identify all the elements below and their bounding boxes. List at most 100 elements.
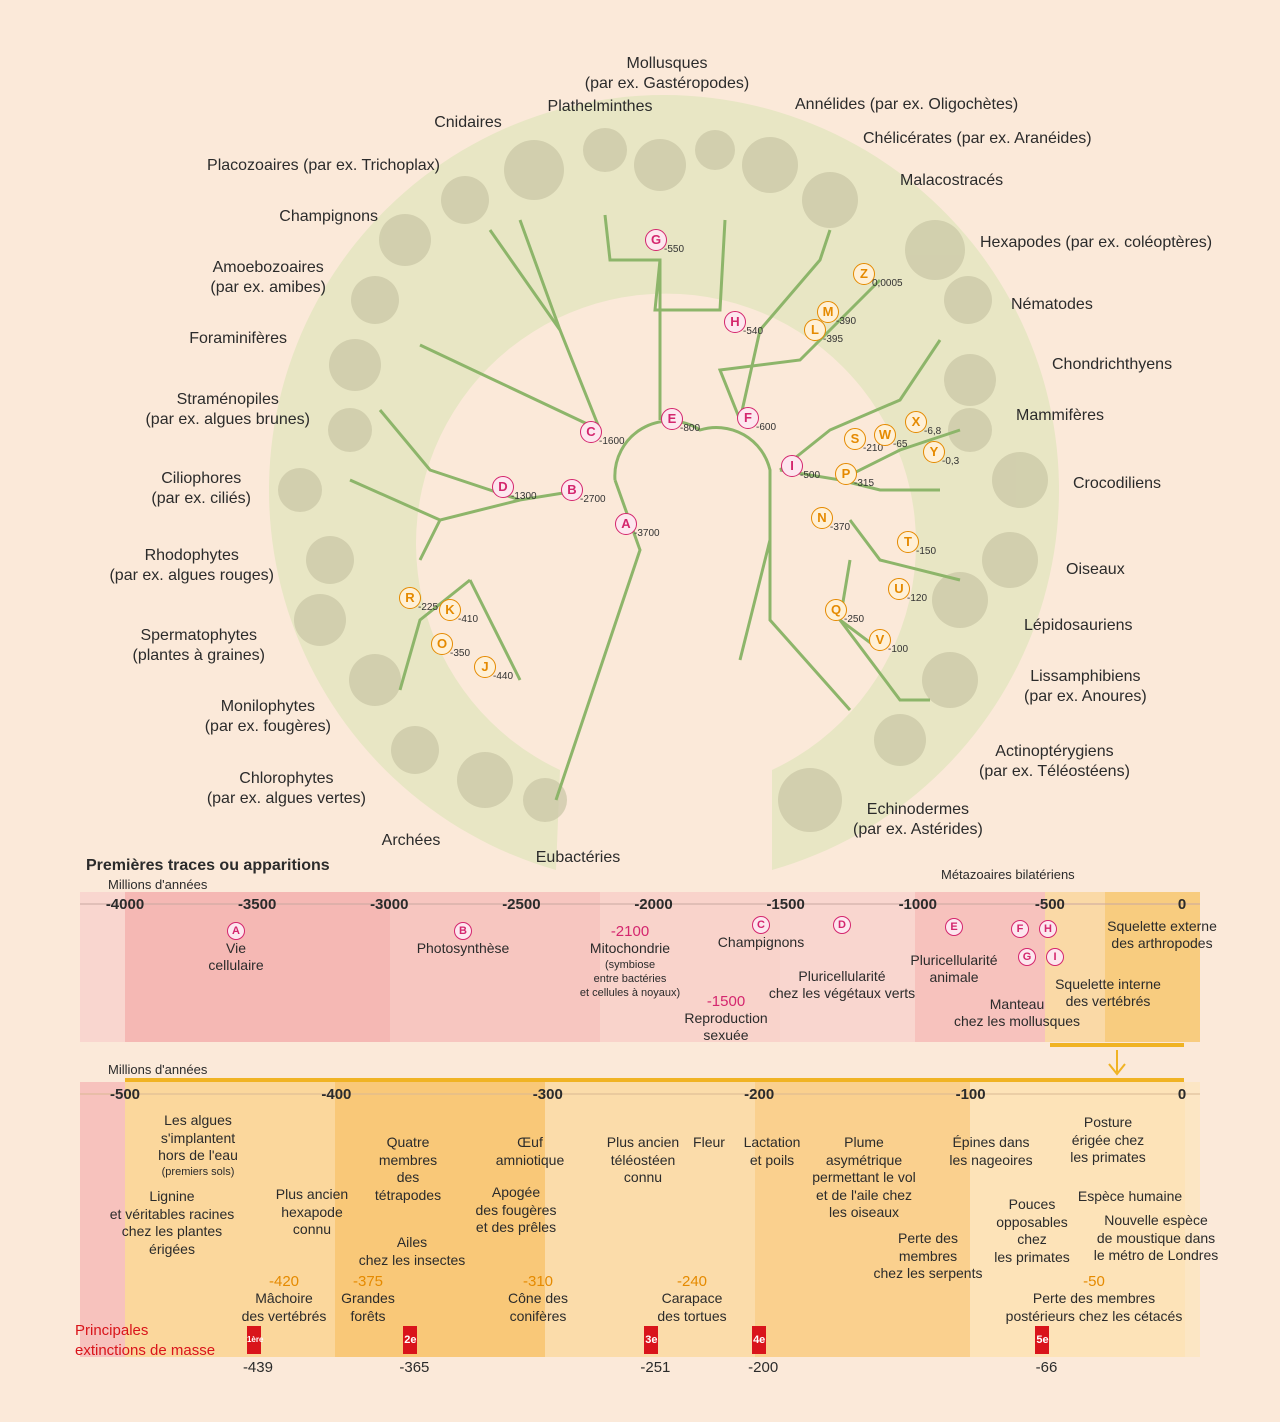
node-value-G: -550 [664,244,685,255]
timeline2-event-text: Plus ancien hexapode connu [275,1186,349,1237]
timeline2-event-text: Pouces opposables chez les primates [994,1196,1070,1265]
label-chlorophytes: Chlorophytes (par ex. algues vertes) [206,770,366,807]
node-value-A: -3700 [634,528,660,539]
node-value-L: -395 [823,334,844,345]
label-spermatophytes: Spermatophytes (plantes à graines) [132,627,265,664]
timeline1-tick: 0 [1177,896,1187,913]
timeline2-tick: -100 [955,1086,986,1103]
node-marker-M: M [817,301,839,323]
timeline1-marker-C: C [752,916,770,934]
node-value-N: -370 [830,522,851,533]
node-value-Y: -0,3 [942,456,960,467]
timeline2-tick: 0 [1177,1086,1187,1103]
node-value-E: -800 [680,423,701,434]
timeline1-event-text: Vie cellulaire [208,940,264,973]
node-marker-G: G [645,229,667,251]
label-crocodiliens: Crocodiliens [1073,475,1162,492]
timeline1-event-text: Champignons [717,934,805,950]
timeline1-event-text: Pluricellularité animale [910,952,998,985]
timeline2-event-text: Perte des membres chez les serpents [873,1230,983,1281]
node-marker-T: T [897,531,919,553]
timeline2-event-text: Mâchoire des vertébrés [241,1290,327,1324]
timeline1-event-text: Manteau chez les mollusques [953,996,1081,1029]
timeline1-marker-F: F [1011,920,1029,938]
node-value-S: -210 [863,443,884,454]
node-marker-F: F [737,407,759,429]
node-value-J: -440 [493,671,514,682]
node-marker-I: I [781,455,803,477]
node-marker-L: L [804,319,826,341]
timeline2-tick: -200 [744,1086,775,1103]
label-foraminiferes: Foraminifères [189,330,287,347]
label-mammiferes: Mammifères [1016,407,1105,424]
node-value-I: -500 [800,470,821,481]
label-rhodophytes: Rhodophytes (par ex. algues rouges) [109,547,274,584]
timeline2-event-text: Grandes forêts [341,1290,395,1324]
timeline1-tick: -2000 [634,896,673,913]
timeline2-event-text: Fleur [693,1134,725,1150]
extinction-year: -439 [242,1359,273,1376]
timeline2-tick: -300 [532,1086,563,1103]
label-actinopterygiens: Actinoptérygiens (par ex. Téléostéens) [979,743,1130,780]
label-stramenopiles: Straménopiles (par ex. algues brunes) [145,391,310,428]
node-value-Z: 0,0005 [872,278,903,289]
node-value-M: -390 [836,316,857,327]
node-marker-N: N [811,507,833,529]
label-amoebozoaires: Amoebozoaires (par ex. amibes) [210,259,326,296]
timeline2-event-text: Épines dans les nageoires [949,1134,1033,1168]
node-value-C: -1600 [599,436,625,447]
label-plathelminthes: Plathelminthes [547,98,653,115]
node-value-O: -350 [450,648,471,659]
timeline1-marker-E: E [945,918,963,936]
tree-branches [349,214,961,801]
timeline1-tick: -2500 [502,896,541,913]
timeline1-event-note: (symbiose entre bactéries et cellules à … [579,959,681,999]
timeline2-event-text: Ailes chez les insectes [358,1234,466,1268]
timeline1-tick: -3500 [237,896,277,913]
timeline2-date: -240 [676,1273,708,1290]
extinction-marker: 1ère [246,1326,263,1354]
label-cnidaires: Cnidaires [434,114,502,131]
timeline2-event-text: Lignine et véritables racines chez les p… [109,1188,235,1257]
timeline2-event-text: Plume asymétrique permettant le vol et d… [812,1134,916,1220]
timeline2-event-text: Posture érigée chez les primates [1070,1114,1146,1165]
timeline2-tick: -400 [321,1086,352,1103]
node-marker-O: O [431,633,453,655]
timeline2-tick: -500 [109,1086,141,1103]
node-marker-E: E [661,408,683,430]
node-value-X: -6,8 [924,426,942,437]
label-lepidosauriens: Lépidosauriens [1024,617,1133,634]
timeline1-event-text: Photosynthèse [416,940,510,956]
timeline1-event-text: Squelette interne des vertébrés [1055,976,1161,1009]
label-archees: Archées [381,832,441,849]
node-value-U: -120 [907,593,928,604]
node-value-W: -65 [893,439,908,450]
timeline2-date: -50 [1083,1273,1105,1290]
node-marker-Z: Z [853,263,875,285]
extinction-marker: 5e [1035,1326,1050,1354]
label-annelides: Annélides (par ex. Oligochètes) [795,96,1019,113]
node-value-F: -600 [756,422,777,433]
timeline1-bands [80,892,1200,1076]
timeline2-date: -310 [522,1273,554,1290]
timeline2-event-text: Carapace des tortues [657,1290,727,1324]
timeline1-marker-G: G [1018,948,1036,966]
node-marker-C: C [580,421,602,443]
node-marker-S: S [844,428,866,450]
timeline2-event-text: Nouvelle espèce de moustique dans le mét… [1093,1212,1219,1263]
node-marker-Y: Y [923,441,945,463]
node-marker-V: V [869,629,891,651]
label-chondrichthyens: Chondrichthyens [1052,356,1173,373]
label-ciliophores: Ciliophores (par ex. ciliés) [151,470,251,507]
timeline2-event-text: Quatre membres des tétrapodes [374,1134,442,1203]
label-monilophytes: Monilophytes (par ex. fougères) [204,698,331,735]
node-marker-H: H [724,311,746,333]
node-value-D: -1300 [511,491,537,502]
node-value-Q: -250 [844,614,865,625]
label-malacostraces: Malacostracés [900,172,1004,189]
timeline2-date: -375 [352,1273,384,1290]
timeline1-event-text: Mitochondrie [589,940,671,956]
node-marker-A: A [615,513,637,535]
node-marker-W: W [874,424,896,446]
label-nematodes: Nématodes [1011,296,1093,313]
